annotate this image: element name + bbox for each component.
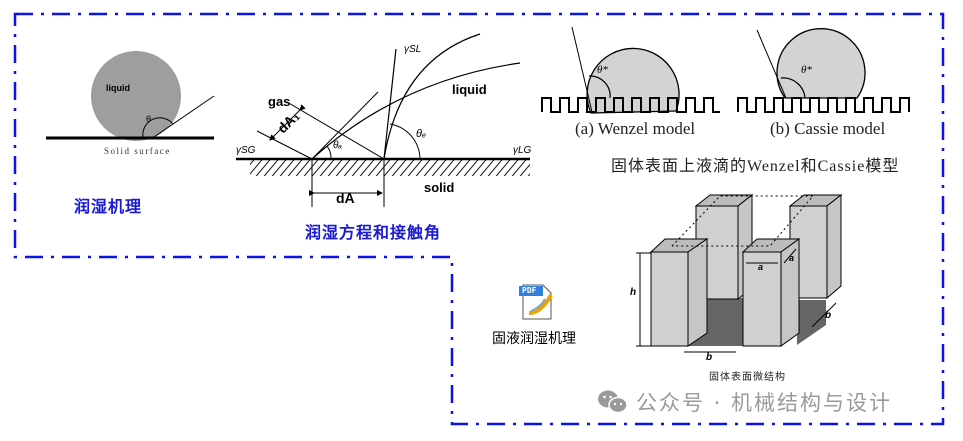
theta-e-label: θₑ xyxy=(416,128,427,140)
surface-label: Solid surface xyxy=(104,146,171,156)
models-caption: 固体表面上液滴的Wenzel和Cassie模型 xyxy=(611,158,900,175)
wetting-mechanism-caption: 润湿机理 xyxy=(74,197,143,216)
cassie-theta-arc xyxy=(780,77,806,99)
microstructure-caption: 固体表面微结构 xyxy=(709,372,786,383)
pillar-front-right-side xyxy=(780,238,800,347)
pillar-front-left-side xyxy=(687,238,708,347)
pdf-attachment[interactable]: PDF 固液润湿机理 xyxy=(492,281,595,351)
pdf-filename[interactable]: 固液润湿机理 xyxy=(492,331,576,347)
gamma-sg-label: γSG xyxy=(236,145,256,156)
tangent-line xyxy=(153,95,215,138)
a-label-side: a xyxy=(789,253,795,263)
pillar-back-right-side xyxy=(826,193,842,300)
wenzel-theta-arc xyxy=(588,75,611,99)
dA-label: dA xyxy=(336,190,355,206)
b-label-side: b xyxy=(825,310,832,321)
cassie-label: (b) Cassie model xyxy=(770,119,886,138)
solid-label: solid xyxy=(424,180,455,195)
liquid-surface-1 xyxy=(311,62,521,160)
perp-line-2 xyxy=(256,130,313,160)
gamma-sl-line xyxy=(383,48,397,160)
cassie-theta-label: θ* xyxy=(801,64,812,76)
wenzel-surface xyxy=(541,97,720,113)
cassie-tangent xyxy=(756,29,787,99)
a-label-front: a xyxy=(758,262,764,272)
liquid-label: liquid xyxy=(106,83,130,93)
wenzel-tangent xyxy=(571,26,593,113)
theta-label: θ xyxy=(146,114,152,124)
cassie-droplet xyxy=(776,28,866,99)
theta-e-arc xyxy=(389,123,421,160)
pillar-front-left-front xyxy=(650,251,689,347)
theta-arc xyxy=(142,117,174,138)
h-label: h xyxy=(630,287,637,298)
b-label-front: b xyxy=(706,352,713,363)
groove-floor-right xyxy=(797,300,826,345)
wenzel-theta-label: θ* xyxy=(597,64,608,76)
gamma-sl-label: γSL xyxy=(404,44,422,55)
watermark-text: 公众号 · 机械结构与设计 xyxy=(636,391,893,415)
wetting-equation-caption: 润湿方程和接触角 xyxy=(305,223,442,242)
theta-a-label: θₐ xyxy=(333,140,343,151)
solid-hatch xyxy=(250,160,530,176)
pdf-badge: PDF xyxy=(522,286,537,295)
b-dimension-side xyxy=(811,302,837,328)
wenzel-label: (a) Wenzel model xyxy=(575,119,696,138)
contact-line-a xyxy=(311,91,379,160)
cassie-surface xyxy=(737,97,910,113)
theta-a-arc xyxy=(326,145,332,160)
gamma-lg-label: γLG xyxy=(513,145,532,156)
a-dimension-side xyxy=(783,248,797,264)
unit-cell-outline xyxy=(671,195,815,247)
wechat-icon xyxy=(598,390,628,414)
pdf-file-icon xyxy=(519,284,553,320)
dA1-arrow xyxy=(269,104,306,141)
liquid-label: liquid xyxy=(452,82,487,97)
gas-label: gas xyxy=(268,94,291,109)
liquid-surface-2 xyxy=(383,33,481,160)
liquid-droplet xyxy=(91,51,181,141)
